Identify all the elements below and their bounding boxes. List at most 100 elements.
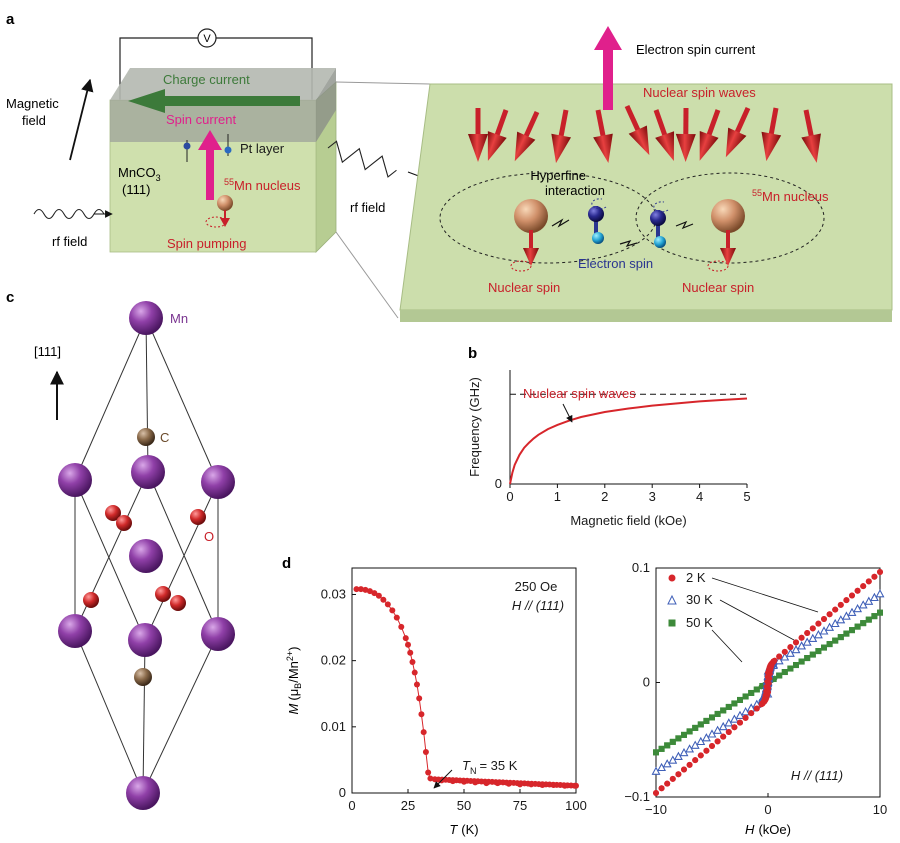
mn-atom xyxy=(129,301,163,335)
frequency-curve xyxy=(509,397,748,485)
data-point xyxy=(854,623,861,630)
spin-arrow-head xyxy=(699,131,719,161)
spin-arrow-head xyxy=(514,131,536,162)
data-point xyxy=(765,689,771,695)
pt-spin-icons xyxy=(183,134,232,162)
spin-arrow-head xyxy=(675,133,696,162)
sample-orientation-label: (111) xyxy=(122,182,150,197)
data-point xyxy=(375,592,382,599)
data-point xyxy=(809,651,816,658)
mn-atom xyxy=(126,776,160,810)
data-point xyxy=(742,714,749,721)
data-point xyxy=(405,641,411,648)
data-point xyxy=(653,749,659,756)
mn-atom xyxy=(201,617,235,651)
data-point xyxy=(411,669,418,676)
o-atom xyxy=(170,595,186,611)
mn-atom xyxy=(131,455,165,489)
y-tick-label: 0 xyxy=(495,476,502,491)
spin-arrow-shaft xyxy=(523,110,540,139)
data-point xyxy=(837,601,844,608)
data-point xyxy=(703,747,710,754)
x-tick-label: 0 xyxy=(348,798,355,813)
nuclear-spin-arrow xyxy=(468,108,488,162)
x-tick-label: 10 xyxy=(873,802,887,817)
x-tick-label: 50 xyxy=(457,798,471,813)
mn-atom xyxy=(129,539,163,573)
nuclear-spin-arrow xyxy=(699,109,721,161)
x-axis-var: T xyxy=(449,822,458,837)
legend-leader xyxy=(719,599,795,641)
o-atom xyxy=(116,515,132,531)
data-point xyxy=(709,714,715,721)
data-point xyxy=(765,685,772,691)
annotation-label: Nuclear spin waves xyxy=(523,386,636,401)
spin-arrow-head xyxy=(761,131,782,162)
tn-label: TN= 35 K xyxy=(462,758,518,776)
nucleus-label: 55Mn nucleus xyxy=(224,177,301,193)
c-atom xyxy=(137,428,155,446)
nuclear-spin-arrow xyxy=(624,104,650,156)
data-point xyxy=(653,789,659,796)
panel-letter-d: d xyxy=(282,555,291,572)
x-tick-label: 75 xyxy=(513,798,527,813)
y-axis-label: Frequency (GHz) xyxy=(467,377,482,477)
data-point xyxy=(422,748,429,755)
x-tick-label: −10 xyxy=(645,802,667,817)
y-axis-part: (μ xyxy=(286,689,301,701)
nucleus-label-zoom: 55Mn nucleus xyxy=(752,188,829,204)
data-point xyxy=(720,733,727,740)
electron-spin-label: Electron spin xyxy=(578,256,653,271)
spin-arrow-head xyxy=(468,134,488,162)
note-axis-label: H // (111) xyxy=(512,598,564,613)
magnetic-field-label: Magnetic field xyxy=(6,96,62,128)
magnetic-field-arrow xyxy=(69,78,94,161)
charge-current-label: Charge current xyxy=(163,72,250,87)
data-point xyxy=(692,724,699,731)
data-point xyxy=(658,785,665,792)
c-atom xyxy=(134,668,152,686)
y-tick-label: 0.1 xyxy=(632,560,650,575)
spin-arrow-head xyxy=(593,133,613,163)
x-tick-label: 0 xyxy=(506,489,513,504)
nuclear-spin-arrow xyxy=(725,106,751,158)
data-point xyxy=(681,731,687,738)
data-point xyxy=(393,614,400,621)
tn-sub: N xyxy=(470,766,477,776)
data-point xyxy=(398,623,405,630)
spin-arrow-head xyxy=(801,133,821,163)
y-tick-label: −0.1 xyxy=(624,789,650,804)
annotation-arrow xyxy=(562,403,573,423)
data-point xyxy=(776,672,783,679)
voltmeter-icon xyxy=(197,28,217,48)
x-tick-label: 5 xyxy=(743,489,750,504)
data-point xyxy=(748,689,755,696)
data-point xyxy=(860,583,867,590)
spin-arrow-shaft xyxy=(595,109,606,138)
voltmeter-label: V xyxy=(203,33,211,45)
crystal-atoms xyxy=(58,301,235,810)
data-point xyxy=(772,675,778,681)
mn-atom xyxy=(128,623,162,657)
spin-arrow-head xyxy=(628,125,650,156)
data-point xyxy=(798,634,805,641)
rf-wave-middle xyxy=(327,140,397,178)
spin-arrow-head xyxy=(551,133,572,164)
x-axis-var: H xyxy=(745,822,755,837)
data-point xyxy=(809,625,816,632)
crystal-bonds xyxy=(74,317,219,794)
mn-atom xyxy=(58,614,92,648)
note-field-label: 250 Oe xyxy=(515,579,558,594)
data-point xyxy=(849,592,855,599)
x-axis-label: T(K) xyxy=(449,822,478,837)
electron-spin-left xyxy=(588,198,607,244)
data-point xyxy=(753,686,760,693)
electron-spin-current-label: Electron spin current xyxy=(636,42,756,57)
y-axis-label: M(μB/Mn2+) xyxy=(285,647,303,715)
data-point xyxy=(686,761,693,768)
data-point xyxy=(826,611,833,618)
mn-atom xyxy=(201,465,235,499)
tn-var: T xyxy=(462,758,471,773)
